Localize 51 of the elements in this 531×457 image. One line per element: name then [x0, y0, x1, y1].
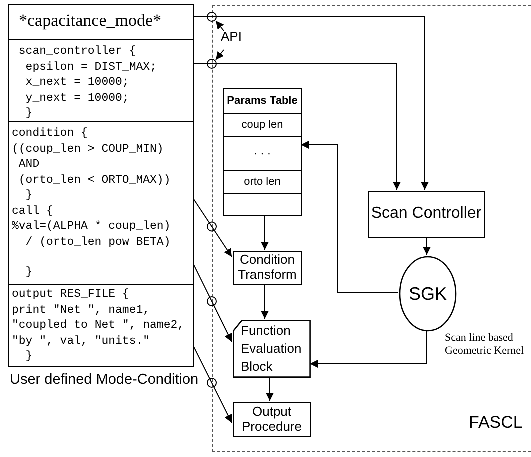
arrow: [266, 376, 274, 402]
code-line: AND: [18, 157, 40, 172]
arrow: [192, 198, 232, 258]
arrow: [300, 141, 398, 294]
code-line: "coupled to Net ", name2,: [12, 318, 185, 334]
box-label: Function Evaluation Block: [241, 322, 303, 376]
arrow: [310, 330, 428, 368]
code-line: ((coup_len > COUP_MIN): [12, 142, 164, 157]
code-line: / (orto_len pow BETA): [26, 234, 171, 250]
table-row: · · ·: [224, 136, 301, 170]
params-table: [223, 88, 302, 216]
table-header: Params Table: [226, 94, 299, 109]
region-label: FASCL: [469, 413, 523, 433]
table-row: orto len: [224, 170, 301, 193]
fascl-boundary: [212, 5, 531, 452]
arrow: [261, 284, 269, 320]
process-box: [233, 402, 311, 437]
code-line: output RES_FILE {: [12, 287, 130, 302]
arrow: [192, 262, 232, 342]
code-line: print "Net ", name1,: [12, 302, 150, 318]
kernel-caption: Scan line based Geometric Kernel: [445, 332, 526, 358]
process-box: [233, 320, 311, 378]
table-row: coup len: [224, 113, 301, 136]
box-label: Condition Transform: [237, 253, 298, 283]
code-line: condition {: [12, 126, 88, 142]
process-box: [368, 191, 485, 238]
code-line: call {: [12, 204, 54, 219]
arrow: [192, 344, 232, 424]
arrow: [261, 214, 269, 250]
code-line: x_next = 10000;: [26, 75, 130, 90]
code-line: "by ", val, "units.": [12, 334, 150, 349]
code-line: (orto_len < ORTO_MAX)): [18, 172, 171, 188]
code-line: %val=(ALPHA * coup_len): [12, 219, 171, 234]
code-line: scan_controller {: [18, 44, 136, 60]
arrow: [423, 236, 431, 256]
mode-condition-panel: [9, 5, 193, 366]
code-line: epsilon = DIST_MAX;: [26, 60, 157, 75]
code-line: y_next = 10000;: [26, 90, 130, 106]
mode-name: *capacitance_mode*: [19, 11, 162, 31]
box-label: Output Procedure: [241, 404, 303, 434]
code-line: }: [26, 349, 33, 364]
box-label: SGK: [408, 284, 447, 304]
arrow: [192, 64, 401, 190]
panel-caption: User defined Mode-Condition: [10, 372, 199, 388]
code-line: }: [26, 106, 33, 122]
code-line: }: [26, 188, 33, 204]
kernel-ellipse: [399, 256, 457, 332]
box-label: Scan Controller: [371, 205, 482, 224]
interface-label: API: [221, 29, 242, 44]
arrow: [192, 16, 429, 190]
code-line: }: [26, 265, 33, 280]
